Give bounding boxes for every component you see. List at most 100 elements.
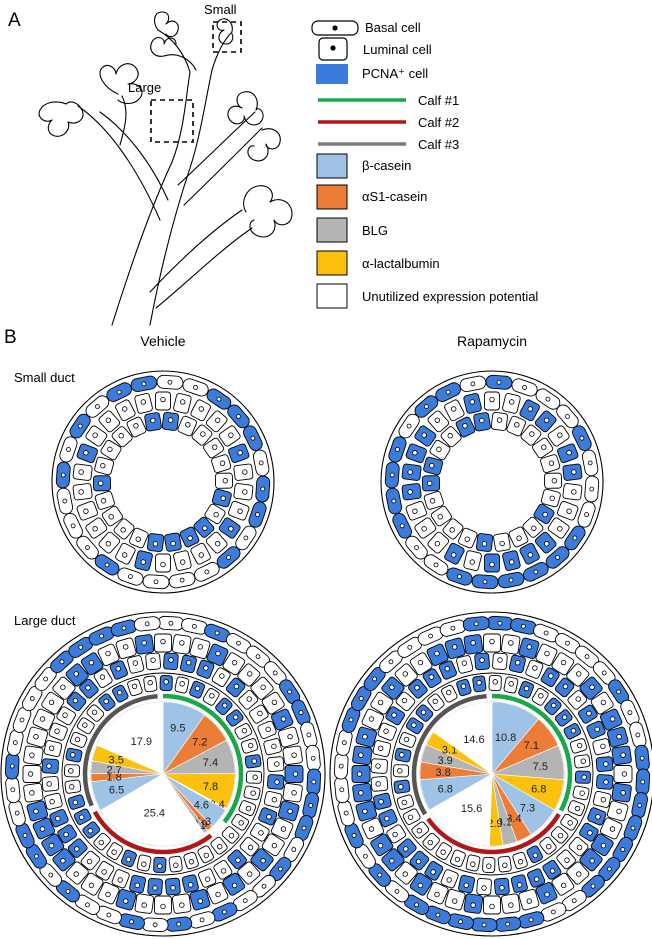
pcna-cell xyxy=(533,503,555,525)
luminal-cell xyxy=(435,842,453,861)
pcna-cell xyxy=(165,916,193,932)
pie-slice xyxy=(429,773,493,847)
luminal-cell xyxy=(398,731,417,748)
calf-arc-3 xyxy=(82,693,158,807)
luminal-cell xyxy=(441,684,458,703)
luminal-cell xyxy=(72,463,93,481)
pcna-cell xyxy=(401,463,422,481)
basal-cell xyxy=(584,475,600,503)
pcna-cell xyxy=(112,684,129,703)
pcna-cell xyxy=(463,634,484,655)
luminal-cell xyxy=(551,652,575,676)
luminal-cell xyxy=(566,663,590,687)
basal-cell xyxy=(156,374,184,390)
luminal-cell xyxy=(483,633,501,653)
pcna-cell xyxy=(574,770,591,784)
luminal-cell xyxy=(218,425,241,447)
luminal-cell xyxy=(173,550,192,571)
pcna-cell xyxy=(225,709,244,727)
pcna-cell xyxy=(129,874,147,894)
luminal-cell xyxy=(238,800,257,817)
luminal-cell xyxy=(100,439,122,461)
pcna-cell xyxy=(438,660,457,680)
pcna-cell xyxy=(472,675,487,693)
pcna-cell xyxy=(250,848,274,872)
luminal-cell xyxy=(482,856,496,873)
pcna-cell xyxy=(65,747,83,763)
luminal-cell xyxy=(145,652,162,671)
luminal-cell xyxy=(190,399,211,422)
luminal-cell xyxy=(101,505,123,527)
pcna-cell xyxy=(79,678,99,699)
luminal-cell xyxy=(396,794,415,810)
pie-slice xyxy=(433,701,493,775)
pcna-cell xyxy=(67,838,88,858)
panel-b-label: B xyxy=(4,327,17,348)
pie-slice-label: 7.1 xyxy=(524,740,539,752)
luminal-cell xyxy=(263,790,283,808)
luminal-cell xyxy=(113,518,135,540)
pcna-cell xyxy=(179,654,197,674)
luminal-cell xyxy=(233,463,254,481)
pcna-cell xyxy=(456,678,472,697)
pcna-cell xyxy=(67,794,86,810)
luminal-cell xyxy=(567,690,588,710)
luminal-cell xyxy=(64,764,81,778)
pcna-cell xyxy=(270,708,294,731)
luminal-cell xyxy=(444,888,466,911)
pcna-cell xyxy=(502,550,521,571)
luminal-cell xyxy=(456,655,474,674)
pcna-cell xyxy=(518,680,535,699)
pcna-cell xyxy=(146,533,165,553)
luminal-cell xyxy=(263,738,282,756)
luminal-cell xyxy=(613,765,633,783)
luminal-cell xyxy=(250,822,270,842)
luminal-cell xyxy=(556,849,576,870)
pcna-cell xyxy=(393,779,411,794)
luminal-cell xyxy=(43,740,63,758)
pcna-cell xyxy=(385,706,405,726)
tree-branch xyxy=(149,209,243,293)
pcna-cell xyxy=(181,874,199,893)
basal-cell xyxy=(333,752,349,780)
pcna-swatch xyxy=(316,64,348,84)
pcna-cell xyxy=(409,872,433,896)
luminal-cell xyxy=(405,500,427,521)
svg-text:Luminal cell: Luminal cell xyxy=(363,42,432,57)
pcna-cell xyxy=(206,643,229,667)
pie-slice-label: 7.3 xyxy=(520,803,535,815)
luminal-cell xyxy=(429,439,451,461)
basal-cell xyxy=(8,799,26,827)
pie-slice-label: 3.1 xyxy=(497,816,512,828)
pcna-cell xyxy=(228,443,250,464)
pcna-cell xyxy=(471,574,499,590)
pcna-cell xyxy=(255,475,271,503)
luminal-cell xyxy=(106,842,124,861)
basal-cell xyxy=(459,375,487,393)
luminal-cell xyxy=(72,483,93,501)
pcna-cell xyxy=(258,807,278,826)
pcna-cell xyxy=(595,756,614,773)
pcna-cell xyxy=(161,411,180,431)
pcna-cell xyxy=(381,848,405,872)
basal-cell xyxy=(439,619,467,637)
pcna-cell xyxy=(4,752,20,780)
pcna-cell xyxy=(41,758,59,774)
tree-branch xyxy=(119,95,127,146)
luminal-cell xyxy=(402,808,421,825)
pcna-cell xyxy=(227,849,247,870)
luminal-cell xyxy=(190,542,211,565)
luminal-cell xyxy=(277,726,300,748)
panel-a-label: A xyxy=(8,10,21,31)
luminal-cell xyxy=(560,813,579,831)
legend-item-calf1: Calf #1 xyxy=(318,93,459,108)
luminal-cell xyxy=(154,633,172,653)
pcna-cell xyxy=(370,833,394,857)
luminal-cell xyxy=(210,836,228,855)
luminal-cell xyxy=(250,676,274,700)
pcna-cell xyxy=(82,821,101,839)
luminal-cell xyxy=(440,426,462,448)
pcna-cell xyxy=(50,650,74,674)
luminal-cell xyxy=(64,779,82,794)
basal-cell xyxy=(554,633,581,654)
